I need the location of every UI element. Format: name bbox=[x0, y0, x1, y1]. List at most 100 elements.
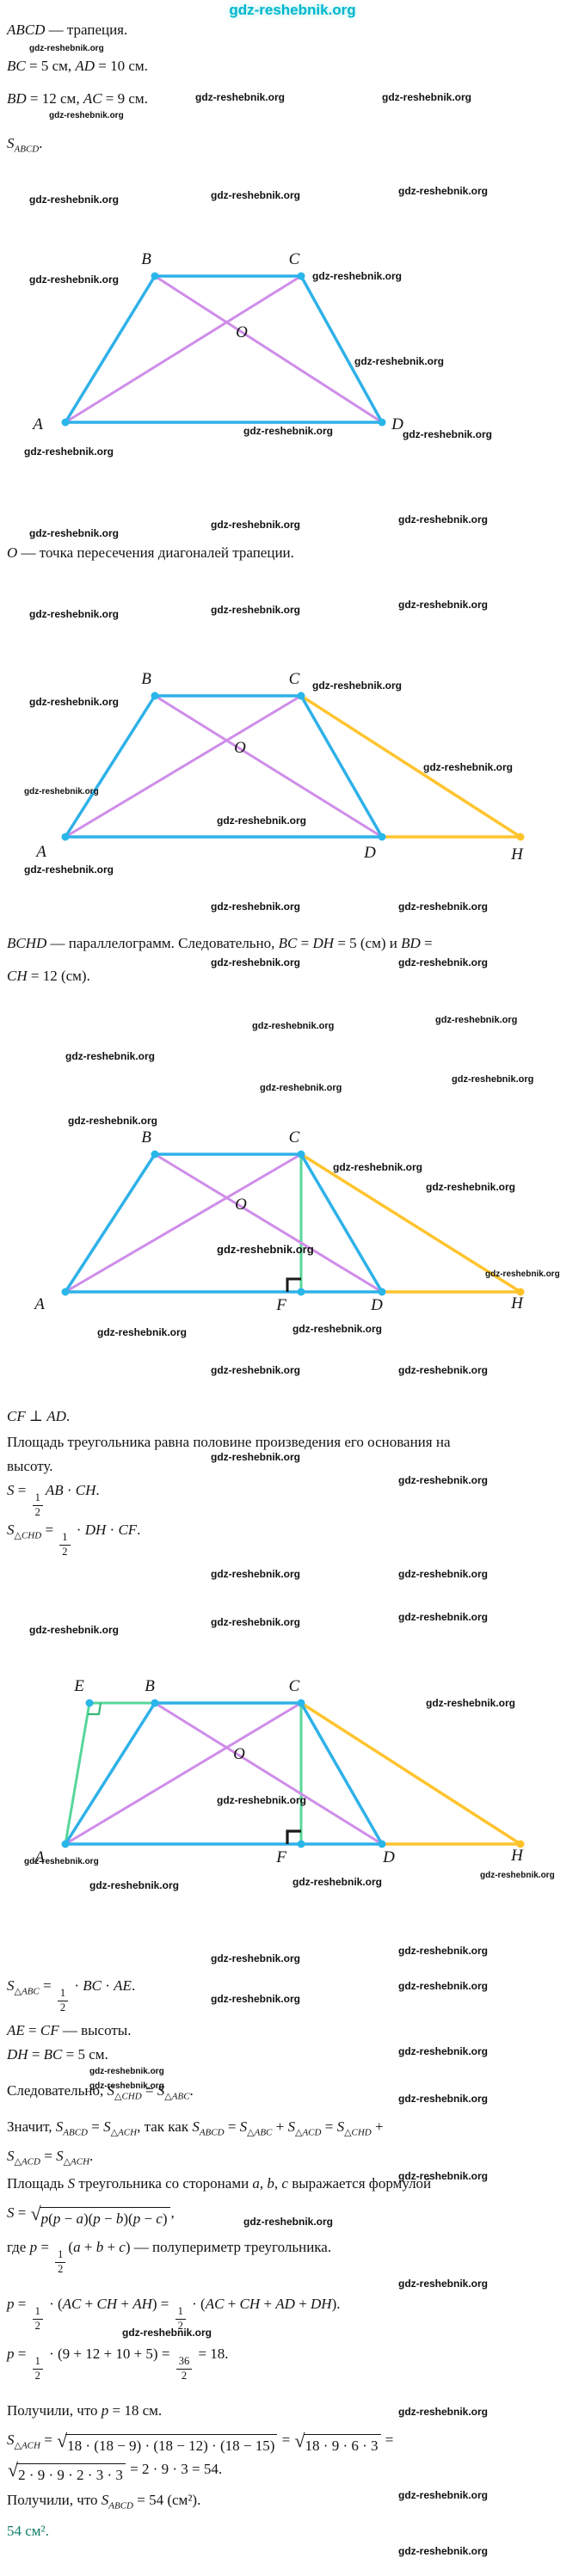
right-angle-mark bbox=[286, 1829, 301, 1844]
watermark: gdz-reshebnik.org bbox=[403, 428, 493, 440]
watermark: gdz-reshebnik.org bbox=[398, 1945, 489, 1957]
watermark: gdz-reshebnik.org bbox=[29, 274, 120, 286]
math-txt: = 5 (см) и bbox=[334, 935, 402, 951]
watermark: gdz-reshebnik.org bbox=[243, 425, 334, 437]
vertex-label-O: O bbox=[233, 1745, 245, 1763]
watermark: gdz-reshebnik.org bbox=[211, 519, 301, 531]
watermark: gdz-reshebnik.org bbox=[426, 1697, 516, 1709]
fraction-denominator: 2 bbox=[34, 1505, 40, 1518]
square-root: √2 · 9 · 9 · 2 · 3 · 3 bbox=[8, 2460, 126, 2484]
watermark: gdz-reshebnik.org bbox=[312, 679, 403, 692]
watermark: gdz-reshebnik.org bbox=[211, 189, 301, 201]
math-var: b bbox=[267, 2175, 274, 2192]
watermark: gdz-reshebnik.org bbox=[398, 513, 489, 526]
watermark: gdz-reshebnik.org bbox=[195, 91, 286, 103]
vertex-label-A: A bbox=[33, 1848, 45, 1866]
math-var: DH bbox=[84, 1522, 107, 1538]
math-var: ABCD bbox=[7, 22, 46, 38]
math-txt: . bbox=[65, 1408, 71, 1424]
statement-trapezoid: ABCD — трапеция. bbox=[7, 21, 127, 39]
vertex-label-A: A bbox=[31, 415, 43, 433]
vertex-label-A: A bbox=[33, 1295, 45, 1313]
math-var: DH bbox=[7, 2046, 28, 2063]
parallelogram-conclusion: BCHD — параллелограмм. Следовательно, BC… bbox=[7, 934, 433, 952]
radicand: p(p − a)(p − b)(p − c) bbox=[39, 2206, 170, 2228]
fraction-numerator: 36 bbox=[176, 2355, 193, 2370]
fraction-denominator: 2 bbox=[177, 2319, 183, 2332]
math-txt: + bbox=[81, 2296, 97, 2312]
math-txt: = 18 см. bbox=[108, 2402, 163, 2419]
math-var: S bbox=[103, 2118, 111, 2135]
vertex-label-B: B bbox=[141, 1128, 151, 1147]
right-angle-mark bbox=[286, 1277, 301, 1292]
math-txt: = bbox=[381, 2432, 394, 2448]
vertex-label-E: E bbox=[73, 1677, 84, 1695]
math-sub: △ACD bbox=[14, 2156, 40, 2167]
math-var: S bbox=[7, 2204, 15, 2221]
math-txt: · ( bbox=[188, 2296, 206, 2312]
math-var: a bbox=[73, 2239, 81, 2255]
fraction-numerator: 1 bbox=[175, 2305, 186, 2320]
math-txt: + bbox=[371, 2118, 384, 2135]
sach-computation: S△ACH = √18 · (18 − 9) · (18 − 12) · (18… bbox=[7, 2431, 393, 2455]
fraction-denominator: 2 bbox=[181, 2369, 188, 2382]
math-txt: высоту. bbox=[7, 1458, 53, 1474]
sabcd-result: Получили, что SABCD = 54 (см²). bbox=[7, 2491, 200, 2511]
math-var: a bbox=[252, 2175, 260, 2192]
math-txt: ( bbox=[68, 2239, 74, 2255]
point-D bbox=[378, 418, 386, 427]
cf-perp-ad: CF ⊥ AD. bbox=[7, 1407, 70, 1425]
math-txt: = bbox=[278, 2432, 294, 2448]
segment-AC bbox=[64, 1701, 303, 1846]
sach-computation-2: √2 · 9 · 9 · 2 · 3 · 3 = 2 · 9 · 3 = 54. bbox=[7, 2460, 222, 2484]
segment-CD bbox=[299, 694, 384, 839]
math-var: p bbox=[132, 2210, 141, 2227]
math-var: DH bbox=[312, 935, 335, 951]
math-txt: ) — полупериметр треугольника. bbox=[125, 2239, 332, 2255]
math-var: AH bbox=[132, 2296, 152, 2312]
watermark: gdz-reshebnik.org bbox=[398, 185, 489, 197]
math-var: p bbox=[52, 2210, 61, 2227]
fraction-numerator: 1 bbox=[57, 1987, 69, 2001]
math-txt: Площадь треугольника равна половине прои… bbox=[7, 1434, 451, 1450]
math-sub: △ACH bbox=[63, 2156, 90, 2167]
vertex-label-C: C bbox=[289, 250, 300, 268]
math-var: BC bbox=[278, 935, 298, 951]
segment-BD bbox=[153, 274, 384, 424]
math-txt: — параллелограмм. Следовательно, bbox=[46, 935, 279, 951]
parallelogram-conclusion-2: CH = 12 (см). bbox=[7, 967, 90, 985]
math-var: O bbox=[7, 544, 18, 561]
watermark: gdz-reshebnik.org bbox=[480, 1871, 555, 1880]
math-txt: = 10 см. bbox=[95, 58, 148, 74]
math-txt: − bbox=[100, 2210, 116, 2227]
vertex-label-O: O bbox=[236, 323, 248, 341]
math-txt: − bbox=[60, 2210, 77, 2227]
math-txt: . bbox=[137, 1522, 141, 1538]
math-txt: = bbox=[14, 2345, 30, 2362]
math-sub: △CHD bbox=[14, 1530, 42, 1541]
math-var: p bbox=[7, 2296, 15, 2312]
math-var: AD bbox=[275, 2296, 295, 2312]
site-watermark[interactable]: gdz-reshebnik.org bbox=[229, 2, 356, 18]
math-var: CF bbox=[118, 1522, 138, 1538]
vertex-label-D: D bbox=[382, 1848, 395, 1866]
math-var: S bbox=[192, 2118, 200, 2135]
math-var: S bbox=[7, 135, 15, 151]
watermark: gdz-reshebnik.org bbox=[260, 1083, 342, 1093]
watermark: gdz-reshebnik.org bbox=[398, 1364, 489, 1376]
fraction-denominator: 2 bbox=[59, 2001, 66, 2013]
watermark: gdz-reshebnik.org bbox=[29, 527, 120, 539]
vertex-label-H: H bbox=[510, 1294, 524, 1313]
math-txt: . bbox=[131, 1977, 136, 1994]
watermark: gdz-reshebnik.org bbox=[398, 2045, 489, 2057]
point-H bbox=[516, 1840, 525, 1848]
point-H bbox=[516, 1288, 525, 1296]
math-var: AC bbox=[205, 2296, 225, 2312]
math-var: AD bbox=[46, 1408, 66, 1424]
segment-CD bbox=[299, 1701, 384, 1846]
